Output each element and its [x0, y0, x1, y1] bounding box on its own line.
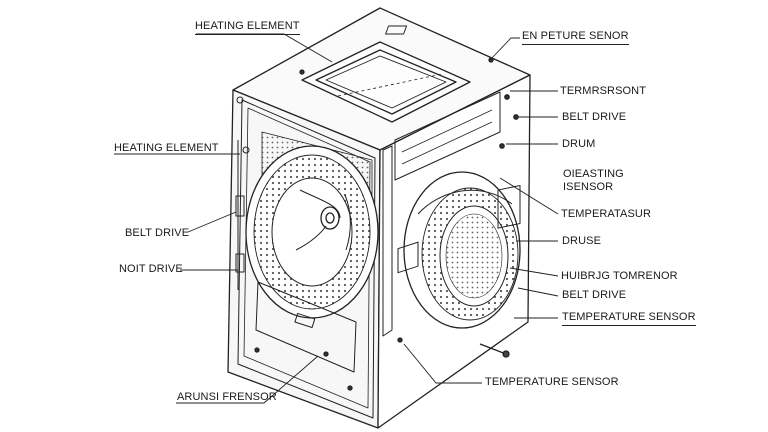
label-termrsrsont: TERMRSRSONT [560, 85, 647, 97]
label-temperature-sensor-bottom: TEMPERATURE SENSOR [485, 376, 619, 388]
drum-hub [320, 206, 340, 230]
label-temperature-sensor-right: TEMPERATURE SENSOR [562, 311, 696, 326]
access-box [397, 241, 419, 274]
label-drum: DRUM [562, 138, 596, 150]
top-hatch-inner [315, 49, 457, 115]
control-rail [394, 91, 501, 181]
filter-door [497, 184, 521, 229]
label-isensor: ISENSOR [563, 181, 614, 193]
label-heating-element-left: HEATING ELEMENT [114, 142, 219, 154]
label-arunsi-frensor: ARUNSI FRENSOR [177, 391, 277, 403]
lower-panel [255, 281, 357, 373]
label-druse: DRUSE [562, 235, 602, 247]
label-belt-drive-right-top: BELT DRIVE [562, 111, 627, 123]
label-huibrjg-tomrenor: HUIBRJG TOMRENOR [561, 270, 678, 282]
label-heating-element-top: HEATING ELEMENT [195, 20, 300, 35]
label-belt-drive-left: BELT DRIVE [125, 227, 190, 239]
top-vent-slot [385, 25, 408, 35]
label-temperatasur: TEMPERATASUR [561, 208, 652, 220]
label-en-peture-senor: EN PETURE SENOR [522, 30, 629, 45]
label-noit-drive: NOIT DRIVE [119, 263, 183, 275]
lower-slot [294, 312, 316, 329]
leader-lines [114, 33, 559, 404]
top-hatch-outer [301, 41, 471, 123]
label-belt-drive-right-mid: BELT DRIVE [562, 289, 627, 301]
label-oieasting: OIEASTING [563, 168, 624, 180]
